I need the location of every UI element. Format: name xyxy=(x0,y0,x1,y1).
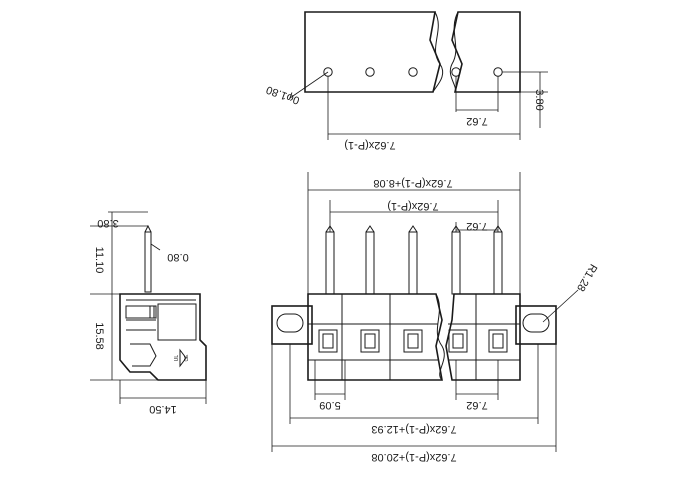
side-body xyxy=(119,293,207,381)
side-top-label: 3.80 xyxy=(97,217,118,229)
top-pitch-label: 7.62 xyxy=(466,115,487,127)
front-span-2008-label: 7.62x(P-1)+20.08 xyxy=(371,451,456,463)
side-body-height-label: 15.58 xyxy=(93,322,105,350)
ul-mark: UL xyxy=(174,355,180,362)
side-pin-dia-label: 0.80 xyxy=(167,251,188,263)
top-height-label: 3.80 xyxy=(533,89,545,110)
top-total-label: 7.62x(P-1) xyxy=(344,139,395,151)
front-pitch-bottom-label: 7.62 xyxy=(466,399,487,411)
side-pin-height-label: 11.10 xyxy=(93,247,105,274)
front-total-outer-label: 7.62x(P-1)+8.08 xyxy=(373,177,452,189)
ce-mark: CE xyxy=(184,354,190,362)
front-radius-label: R1.28 xyxy=(574,262,599,293)
front-view: 7.62x(P-1)+8.08 7.62x(P-1) 7.62 xyxy=(271,172,599,463)
front-span-1293-label: 7.62x(P-1)+12.93 xyxy=(371,423,456,435)
side-opening xyxy=(157,303,197,341)
top-hole-4 xyxy=(451,67,461,77)
front-offset-label: 5.09 xyxy=(319,399,340,411)
terminal-windows xyxy=(318,329,508,353)
top-hole-3 xyxy=(408,67,418,77)
front-pitch-top-label: 7.62 xyxy=(466,220,487,232)
side-view: UL CE 3.80 11.10 15.58 0.80 14.50 xyxy=(90,211,207,415)
right-flange xyxy=(515,305,557,345)
top-hole-5 xyxy=(493,67,503,77)
top-hole-2 xyxy=(365,67,375,77)
top-view: 7.62 7.62x(P-1) 3.80 0φ1.80 xyxy=(265,11,548,151)
front-pin-span-label: 7.62x(P-1) xyxy=(387,200,438,212)
side-pin xyxy=(144,231,152,293)
left-flange xyxy=(271,305,313,345)
side-width-label: 14.50 xyxy=(149,403,177,415)
right-slot xyxy=(522,313,550,333)
front-pins xyxy=(325,225,503,295)
left-slot xyxy=(276,313,304,333)
top-hole-dia-label: 0φ1.80 xyxy=(265,83,302,106)
